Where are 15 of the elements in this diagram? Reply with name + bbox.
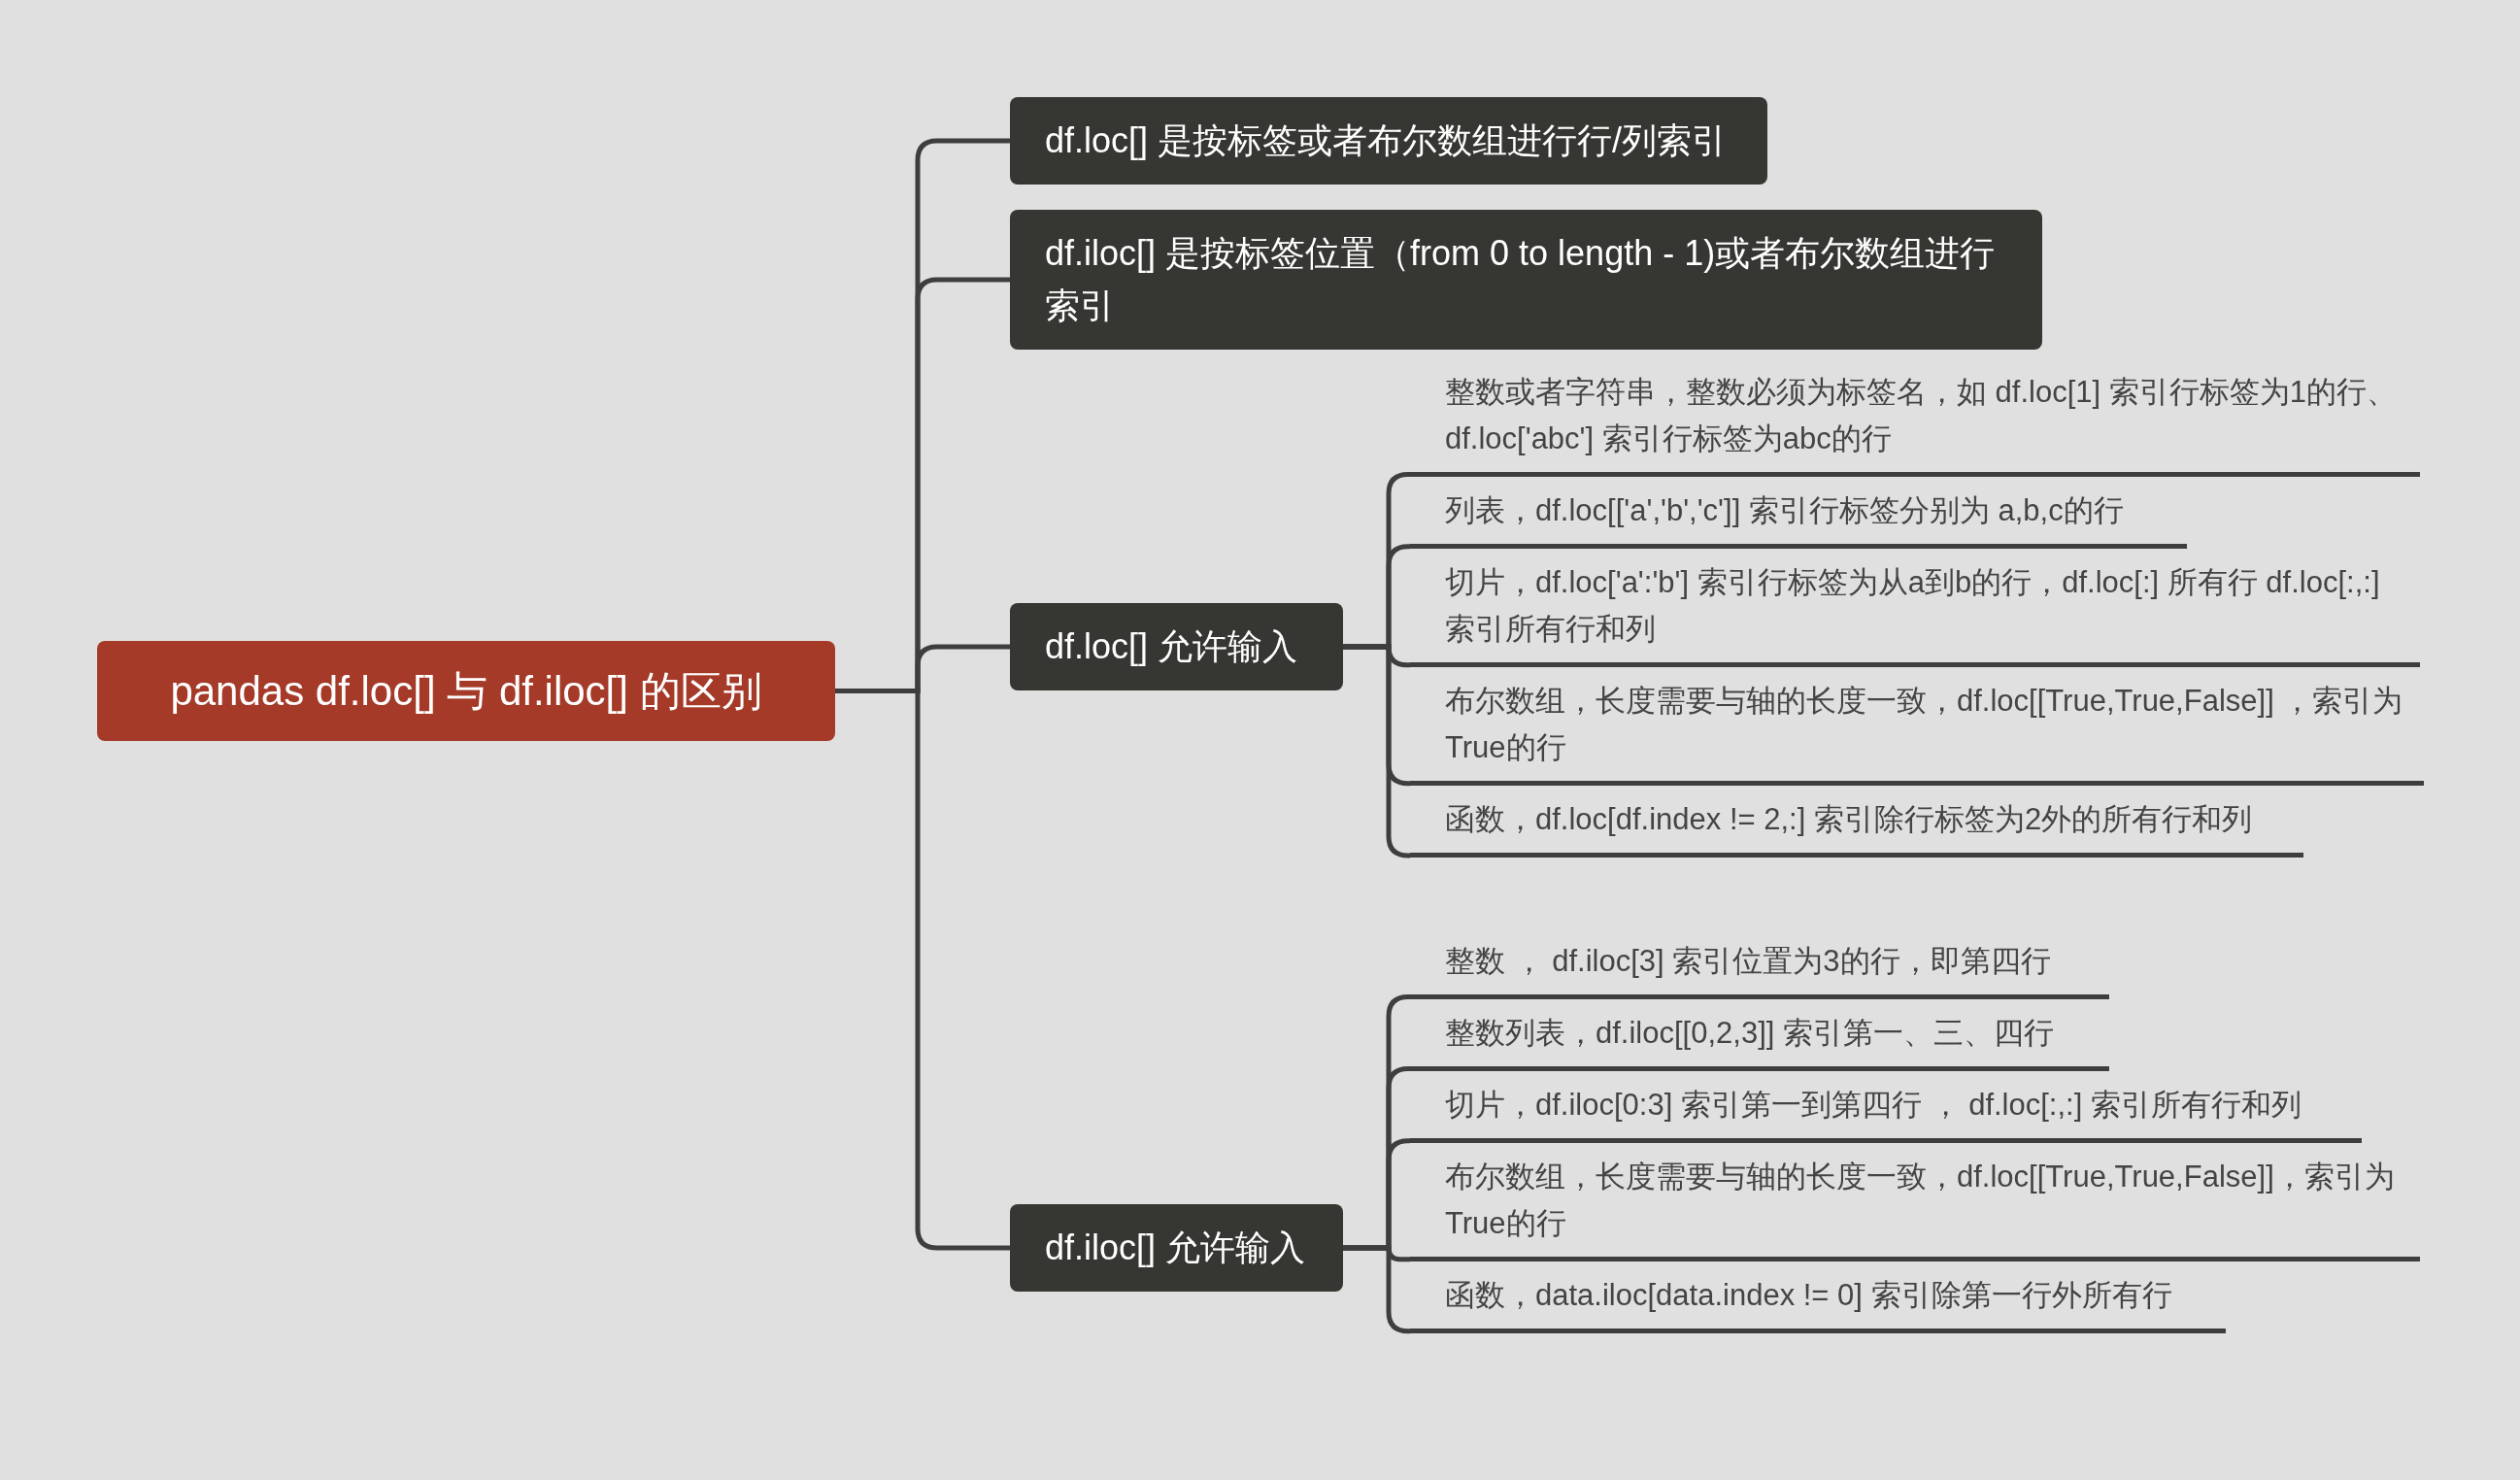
topic-box: df.loc[] 允许输入 [1010, 603, 1343, 690]
root-topic-box: pandas df.loc[] 与 df.iloc[] 的区别 [97, 641, 835, 741]
subtopic-text: 函数，data.iloc[data.index != 0] 索引除第一行外所有行 [1410, 1264, 2226, 1334]
topic-box: df.loc[] 是按标签或者布尔数组进行行/列索引 [1010, 97, 1767, 185]
topic-box: df.iloc[] 允许输入 [1010, 1204, 1343, 1292]
subtopic-text: 切片，df.loc['a':'b'] 索引行标签为从a到b的行，df.loc[:] 所有行 df.loc[:,:] 索引所有行和列 [1410, 552, 2420, 668]
subtopic-text: 列表，df.loc[['a','b','c']] 索引行标签分别为 a,b,c的行 [1410, 480, 2187, 550]
subtopic-text: 布尔数组，长度需要与轴的长度一致，df.loc[[True,True,False]] ，索引为True的行 [1410, 670, 2424, 787]
subtopic-text: 函数，df.loc[df.index != 2,:] 索引除行标签为2外的所有行和列 [1410, 789, 2303, 858]
subtopic-text: 切片，df.iloc[0:3] 索引第一到第四行 ， df.loc[:,:] 索引所有行和列 [1410, 1074, 2362, 1144]
topic-box: df.iloc[] 是按标签位置（from 0 to length - 1)或者布尔数组进行索引 [1010, 210, 2042, 350]
subtopic-text: 布尔数组，长度需要与轴的长度一致，df.loc[[True,True,False]]，索引为True的行 [1410, 1146, 2420, 1262]
subtopic-text: 整数 ， df.iloc[3] 索引位置为3的行，即第四行 [1410, 930, 2109, 1000]
subtopic-text: 整数列表，df.iloc[[0,2,3]] 索引第一、三、四行 [1410, 1002, 2109, 1072]
subtopic-text: 整数或者字符串，整数必须为标签名，如 df.loc[1] 索引行标签为1的行、df.loc['abc'] 索引行标签为abc的行 [1410, 361, 2420, 478]
